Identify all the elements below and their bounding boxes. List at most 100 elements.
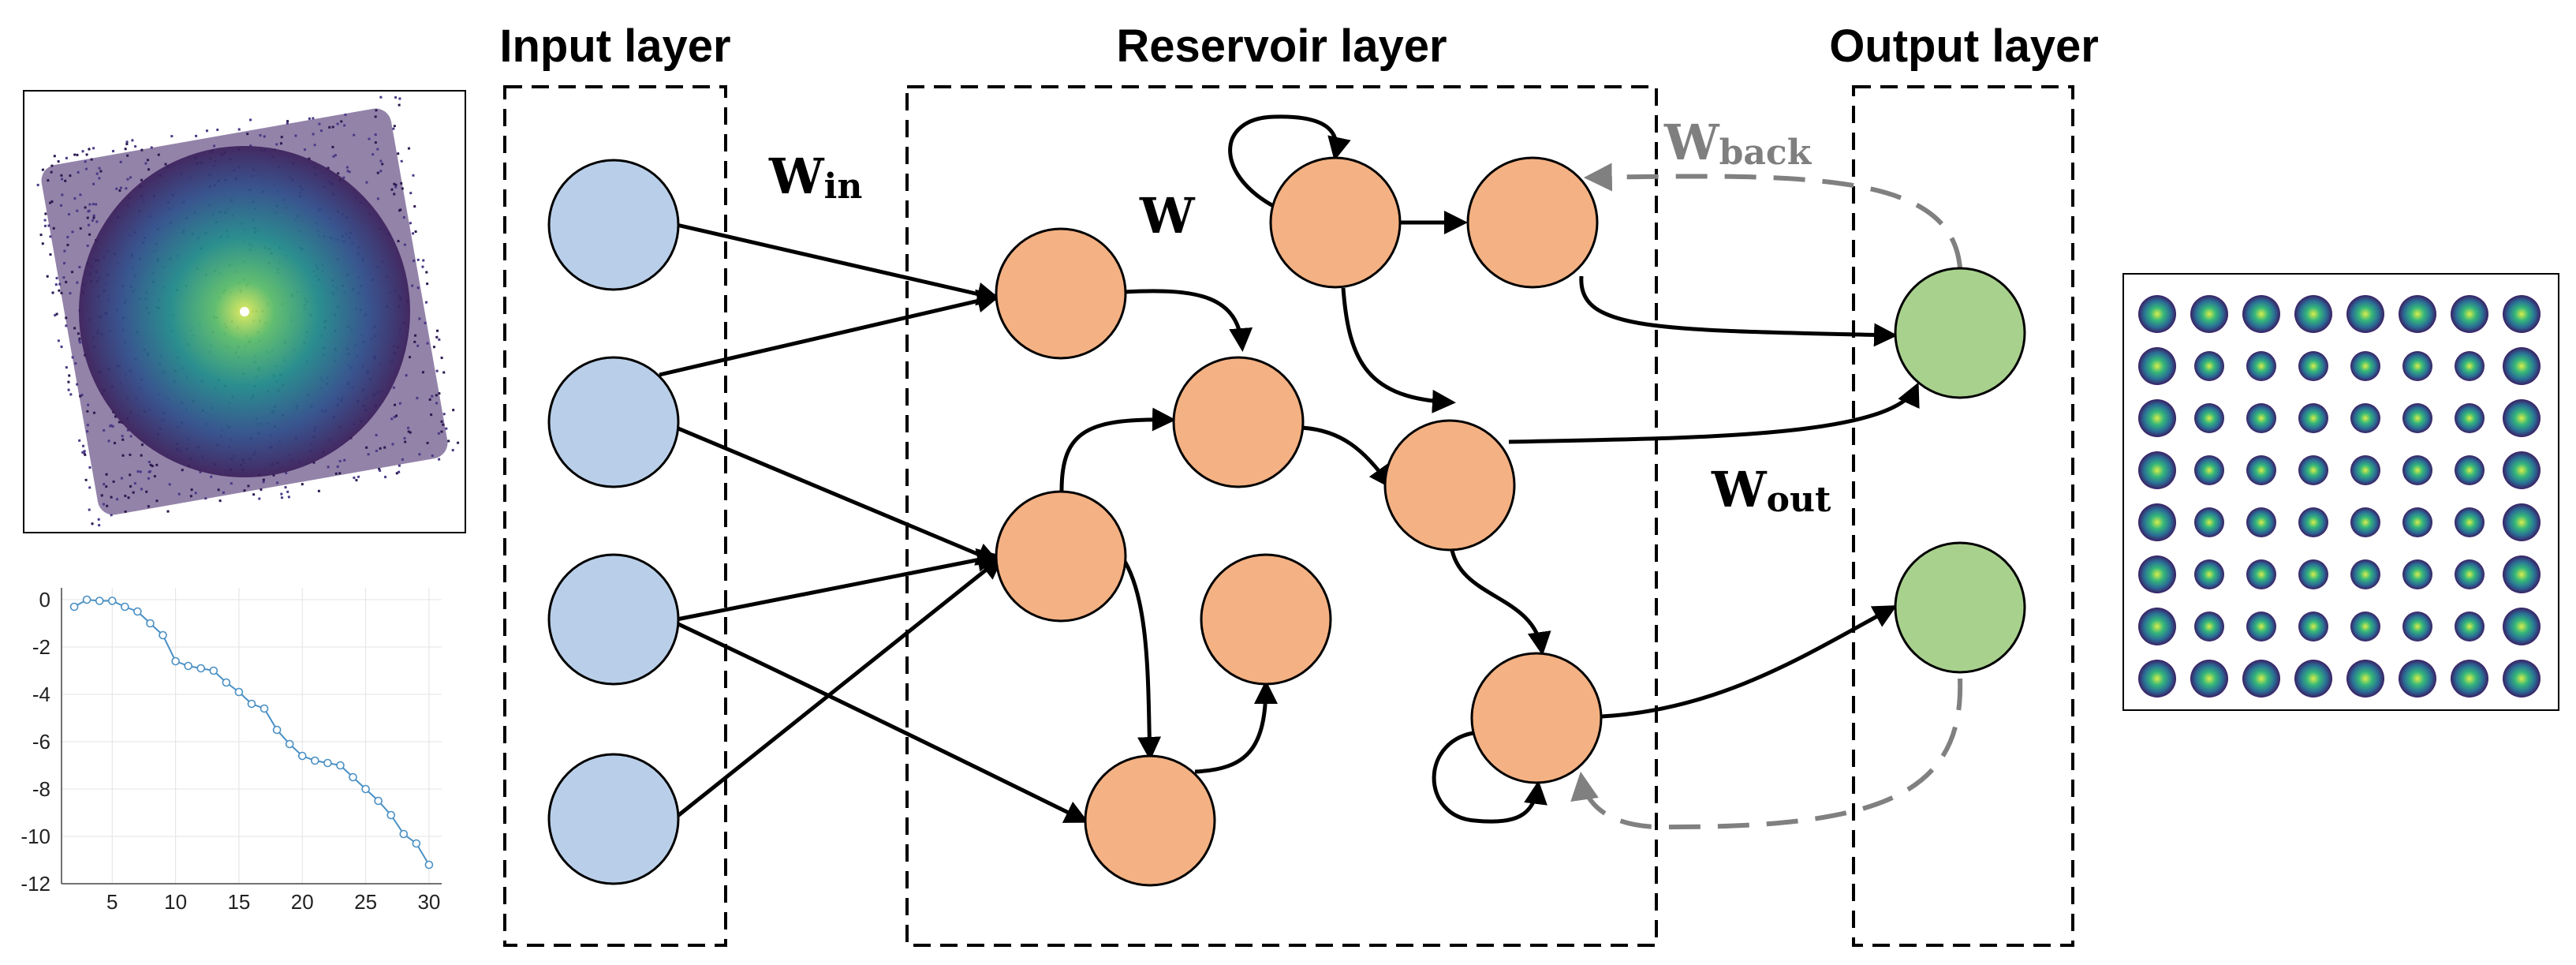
line-point: [285, 739, 294, 749]
line-point: [399, 829, 409, 839]
x-tick-label: 5: [106, 890, 118, 914]
line-point: [361, 784, 370, 794]
constellation-point: [2402, 559, 2432, 589]
edge-r2-r6: [1341, 287, 1456, 413]
input-node-3: [547, 553, 680, 686]
edge-r3-r6: [1301, 425, 1393, 489]
edge-r9-o2: [1600, 605, 1898, 719]
y-tick-label: -10: [21, 825, 50, 848]
line-point: [82, 595, 91, 604]
constellation-point: [2138, 295, 2176, 333]
constellation-point: [2298, 455, 2328, 485]
constellation-point: [2503, 295, 2541, 333]
constellation-point: [2455, 403, 2485, 433]
edge-in3-r4: [676, 548, 1001, 622]
constellation-point: [2190, 660, 2228, 698]
constellation-point: [2298, 403, 2328, 433]
constellation-point: [2138, 347, 2176, 385]
constellation-point: [2455, 612, 2485, 641]
line-series: [73, 598, 430, 866]
line-point: [133, 607, 142, 616]
reservoir-node-5: [1466, 156, 1599, 289]
constellation-point: [2503, 608, 2541, 645]
input-layer-box: [503, 85, 727, 947]
line-point: [234, 687, 244, 697]
output-node-2: [1894, 541, 2026, 674]
edge-in2-r1: [659, 289, 1001, 377]
constellation-point: [2402, 351, 2432, 381]
x-tick-label: 25: [354, 890, 377, 914]
reservoir-node-9: [1470, 652, 1603, 784]
constellation-point: [2455, 455, 2485, 485]
x-tick-label: 10: [164, 890, 187, 914]
constellation-point: [2138, 399, 2176, 437]
reservoir-node-3: [1172, 356, 1305, 488]
edge-in2-r4: [659, 418, 1001, 566]
constellation-point: [2402, 455, 2432, 485]
constellation-point: [2503, 503, 2541, 541]
output-constellation-plot: [2138, 295, 2541, 698]
constellation-point: [2246, 455, 2276, 485]
output-layer-box: [1852, 85, 2074, 947]
line-point: [311, 756, 319, 765]
constellation-point: [2246, 507, 2276, 537]
edge-r5-o1: [1579, 275, 1898, 347]
constellation-point: [2194, 507, 2224, 537]
constellation-point: [2350, 612, 2380, 641]
edge-r9-self: [1432, 730, 1547, 824]
constellation-point: [2402, 403, 2432, 433]
constellation-point: [2399, 295, 2436, 333]
constellation-point: [2298, 559, 2328, 589]
output-layer-title: Output layer: [1829, 21, 2099, 72]
constellation-point: [2350, 351, 2380, 381]
reservoir-node-1: [995, 227, 1127, 360]
edge-r4-r3: [1059, 407, 1176, 492]
line-point: [69, 602, 79, 612]
edge-in3-r8: [675, 621, 1089, 823]
constellation-point: [2246, 351, 2276, 381]
constellation-point: [2242, 295, 2280, 333]
constellation-point: [2246, 559, 2276, 589]
constellation-point: [2294, 295, 2332, 333]
line-point: [259, 704, 269, 713]
line-point: [184, 661, 192, 671]
constellation-point: [2503, 347, 2541, 385]
reservoir-node-2: [1269, 156, 1402, 289]
constellation-point: [2503, 451, 2541, 489]
constellation-point: [2503, 399, 2541, 437]
edge-in1-r1: [676, 223, 1001, 306]
y-tick-label: -8: [32, 777, 50, 801]
constellation-point: [2298, 507, 2328, 537]
line-point: [272, 725, 282, 735]
constellation-point: [2455, 351, 2485, 381]
edge-r6-r9: [1449, 545, 1551, 656]
y-tick-label: -6: [32, 730, 50, 754]
constellation-point: [2346, 295, 2384, 333]
line-point: [424, 860, 434, 870]
line-point: [196, 664, 206, 673]
constellation-point: [2138, 660, 2176, 698]
constellation-point: [2138, 451, 2176, 489]
constellation-point: [2298, 351, 2328, 381]
constellation-point: [2455, 507, 2485, 537]
constellation-point: [2246, 403, 2276, 433]
line-point: [336, 761, 345, 770]
reservoir-node-6: [1383, 419, 1516, 552]
input-node-4: [547, 753, 680, 885]
line-point: [247, 699, 256, 709]
edge-r4-r8: [1117, 551, 1162, 761]
line-point: [297, 751, 307, 761]
constellation-point: [2194, 612, 2224, 641]
line-point: [209, 666, 218, 675]
line-point: [349, 772, 357, 782]
constellation-point: [2190, 295, 2228, 333]
x-tick-label: 20: [291, 890, 314, 914]
input-node-2: [547, 356, 680, 488]
edge-r2-self: [1228, 114, 1351, 211]
line-point: [95, 597, 104, 605]
constellation-point: [2402, 612, 2432, 641]
constellation-point: [2194, 455, 2224, 485]
reservoir-node-8: [1084, 754, 1216, 887]
output-constellation-frame: [2122, 273, 2559, 711]
